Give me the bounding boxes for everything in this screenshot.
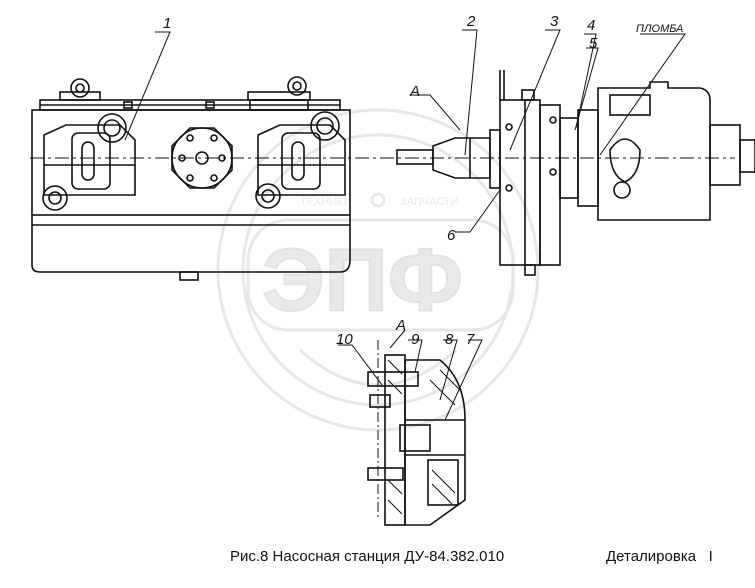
view-label-a: А (409, 83, 420, 100)
motor-coupling-assembly (396, 70, 755, 276)
callout-1: 1 (163, 15, 171, 32)
watermark-logo: ЭПФ ТЕХНИКИ ЗАПЧАСТИ (216, 108, 540, 432)
callout-8: 8 (445, 331, 454, 348)
callout-labels: 1 2 3 4 5 6 7 8 9 10 А А ПЛОМБА (163, 13, 683, 348)
figure-caption: Рис.8 Насосная станция ДУ-84.382.010 (230, 548, 505, 565)
section-view-a (367, 340, 466, 526)
callout-5: 5 (589, 35, 598, 52)
watermark-text: ЭПФ (262, 230, 463, 329)
leader-lines (124, 29, 686, 421)
watermark-ring-right: ЗАПЧАСТИ (400, 196, 458, 208)
section-number: I (708, 548, 713, 565)
callout-10: 10 (336, 331, 353, 348)
seal-label: ПЛОМБА (636, 23, 683, 35)
callout-2: 2 (466, 13, 476, 30)
watermark-ring-left: ТЕХНИКИ (300, 196, 352, 208)
callout-4: 4 (587, 17, 595, 34)
callout-6: 6 (447, 227, 456, 244)
callout-7: 7 (466, 331, 475, 348)
section-label-a: А (395, 317, 406, 334)
section-title-text: Деталировка (606, 548, 697, 565)
callout-3: 3 (550, 13, 559, 30)
callout-9: 9 (411, 331, 420, 348)
section-title: Деталировка I (606, 548, 713, 565)
